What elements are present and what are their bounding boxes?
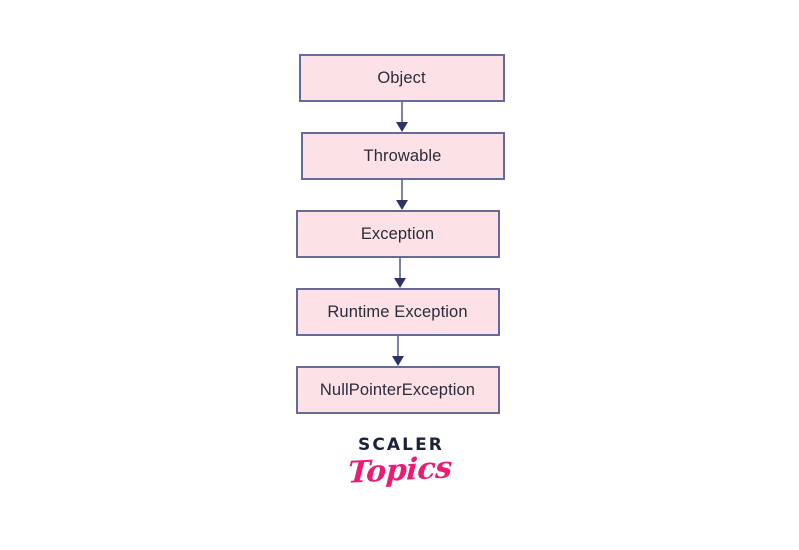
flow-node-exception: Exception — [295, 210, 500, 258]
flow-node-nullpointerexception: NullPointerException — [295, 366, 500, 414]
scaler-topics-logo: SCALER Topics — [0, 435, 799, 491]
flow-node-label: Exception — [360, 224, 435, 243]
flow-node-label: Object — [377, 68, 426, 87]
arrow-head-down-icon — [395, 122, 408, 132]
arrow-line — [398, 258, 401, 280]
flow-node-runtime-exception: Runtime Exception — [295, 288, 500, 336]
flow-node-label: Runtime Exception — [327, 302, 468, 321]
flow-arrow-throwable-to-exception — [392, 180, 412, 210]
arrow-head-down-icon — [395, 200, 408, 210]
flow-arrow-runtime-exception-to-nullpointerexception — [388, 336, 408, 366]
flow-node-throwable: Throwable — [300, 132, 505, 180]
flow-node-label: Throwable — [363, 146, 442, 165]
arrow-head-down-icon — [393, 278, 406, 288]
arrow-head-down-icon — [391, 356, 404, 366]
logo-secondary-text: Topics — [346, 450, 453, 491]
flow-arrow-object-to-throwable — [392, 102, 412, 132]
flow-node-object: Object — [298, 54, 505, 102]
flow-node-label: NullPointerException — [319, 380, 476, 399]
flow-arrow-exception-to-runtime-exception — [390, 258, 410, 288]
arrow-line — [400, 180, 403, 202]
logo-primary-text: SCALER — [357, 435, 444, 455]
arrow-line — [400, 102, 403, 124]
inheritance-flowchart: Object Throwable Exception Runtime Excep… — [0, 54, 799, 414]
arrow-line — [396, 336, 399, 358]
